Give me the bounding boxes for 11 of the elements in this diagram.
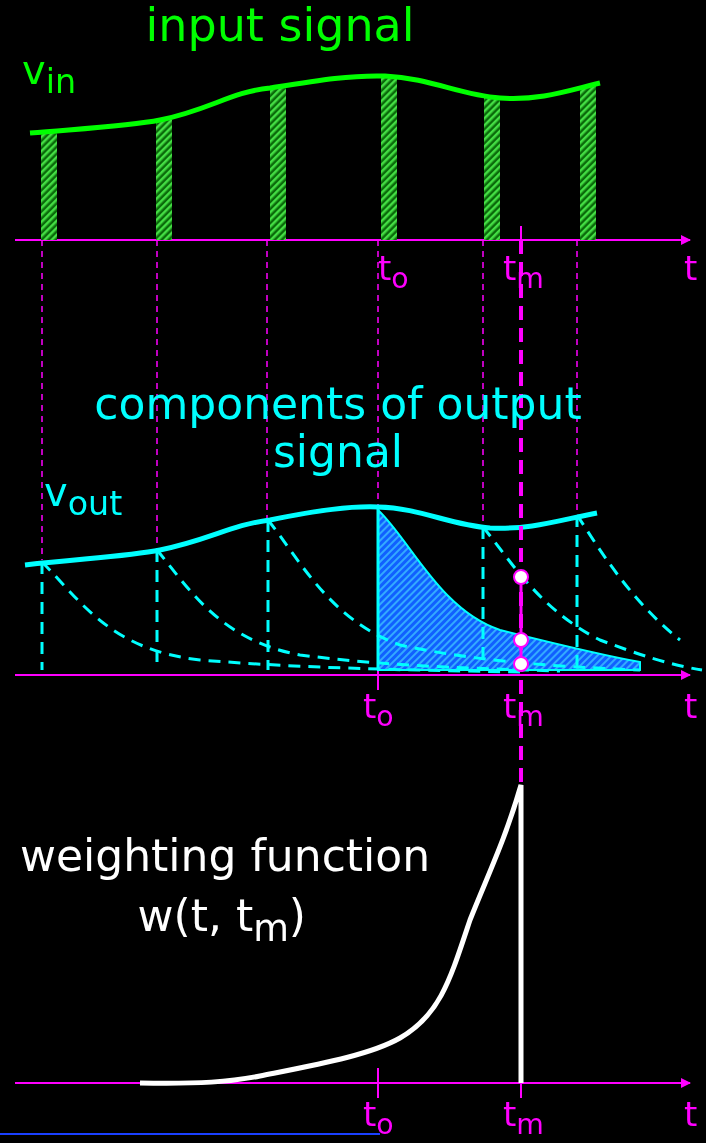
heading: input signal (145, 0, 415, 51)
time-label: t$_{o}$ (378, 250, 409, 294)
function-label: w(t, t$_{m}$) (137, 892, 307, 950)
axis-label: t (684, 250, 698, 288)
signal-symbol: v$_{in}$ (22, 48, 77, 101)
time-label: t$_{o}$ (363, 688, 394, 732)
axis-label: t (684, 688, 698, 726)
time-label: t$_{o}$ (363, 1096, 394, 1140)
time-label: t$_{m}$ (503, 1096, 544, 1140)
heading: weighting function (20, 832, 431, 881)
axis-label: t (684, 1096, 698, 1134)
